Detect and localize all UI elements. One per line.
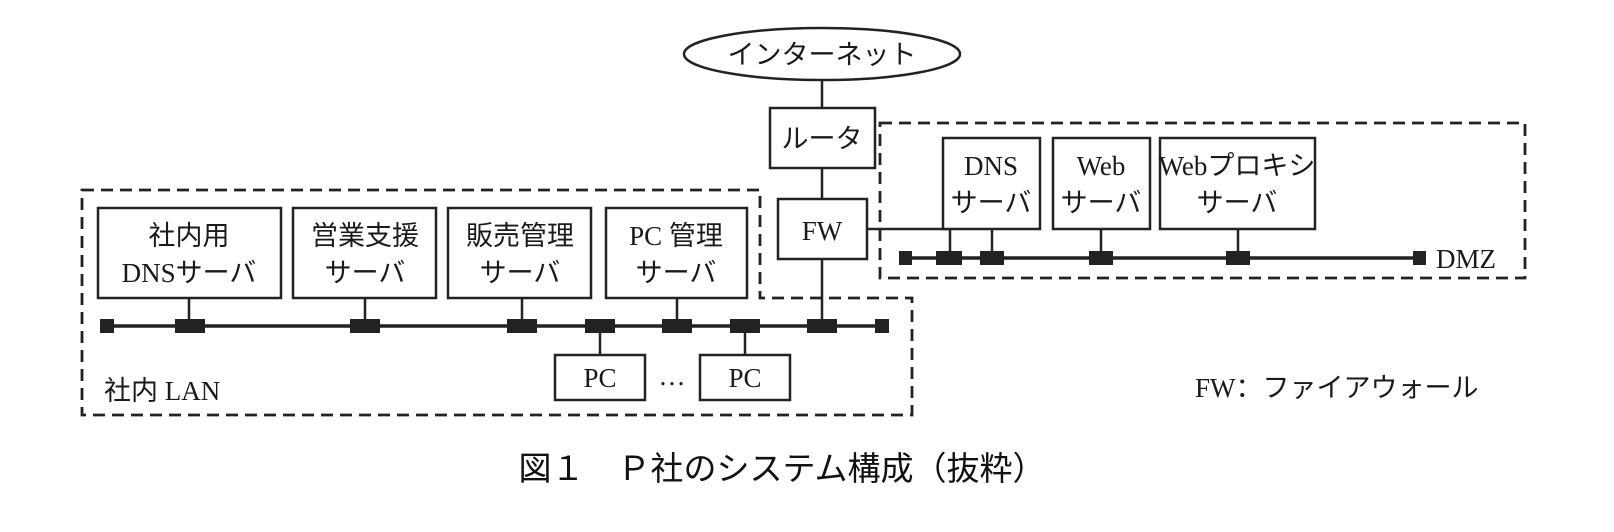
sales-support-server-label-line1: 営業支援 — [311, 221, 419, 251]
web-proxy-server: Webプロキシ サーバ — [1158, 136, 1317, 231]
web-server: Web サーバ — [1051, 136, 1152, 231]
pc-management-server-label-line2: サーバ — [636, 258, 717, 288]
lan-tap-pc-management — [662, 319, 692, 333]
dmz-dns-server: DNS サーバ — [941, 136, 1042, 231]
pc-ellipsis: … — [659, 361, 686, 391]
figure-caption: 図１ Ｐ社のシステム構成（抜粋） — [518, 450, 1045, 487]
dmz-tap-dns — [980, 251, 1004, 265]
dmz-dns-server-label-line2: サーバ — [951, 188, 1032, 218]
pc-2: PC — [698, 353, 792, 402]
web-server-label-line1: Web — [1077, 151, 1126, 181]
sales-support-server-box — [291, 206, 438, 300]
fw-legend: FW：ファイアウォール — [1195, 373, 1479, 403]
lan-bus-terminator-left — [100, 319, 114, 333]
firewall-label: FW — [802, 216, 843, 246]
web-proxy-server-label-line1: Webプロキシ — [1159, 151, 1316, 181]
lan-tap-sales-support — [350, 319, 380, 333]
router-box — [768, 106, 877, 170]
web-server-box — [1051, 136, 1152, 231]
pc-1-box — [553, 353, 647, 402]
dmz-tap-web-proxy — [1226, 251, 1250, 265]
sales-management-server-label-line1: 販売管理 — [466, 221, 574, 251]
pc-1-label: PC — [583, 363, 616, 393]
internet-node: インターネット — [682, 26, 962, 82]
dmz-bus-terminator-right — [1413, 251, 1426, 265]
lan-tap-pc1 — [585, 319, 615, 333]
lan-tap-pc2 — [730, 319, 760, 333]
internal-dns-server-label-line1: 社内用 — [149, 221, 230, 251]
web-proxy-server-label-line2: サーバ — [1197, 188, 1278, 218]
lan-bus-terminator-right — [875, 319, 889, 333]
sales-management-server: 販売管理 サーバ — [446, 206, 593, 300]
pc-management-server: PC 管理 サーバ — [604, 206, 749, 300]
firewall-box — [776, 197, 869, 261]
sales-support-server: 営業支援 サーバ — [291, 206, 438, 300]
pc-2-label: PC — [728, 363, 761, 393]
sales-support-server-label-line2: サーバ — [325, 258, 406, 288]
lan-tap-fw — [807, 319, 837, 333]
web-server-label-line2: サーバ — [1061, 188, 1142, 218]
lan-zone-label: 社内 LAN — [104, 376, 220, 406]
dmz-tap-fw — [936, 251, 962, 265]
dmz-dns-server-label-line1: DNS — [964, 151, 1018, 181]
sales-management-server-label-line2: サーバ — [480, 258, 561, 288]
lan-tap-sales-management — [507, 319, 537, 333]
pc-1: PC — [553, 353, 647, 402]
internal-dns-server: 社内用 DNSサーバ — [96, 206, 283, 300]
dmz-zone-label: DMZ — [1436, 244, 1496, 274]
pc-management-server-label-line1: PC 管理 — [629, 221, 723, 251]
lan-zone-boundary — [80, 188, 914, 417]
dmz-tap-web — [1089, 251, 1113, 265]
pc-2-box — [698, 353, 792, 402]
web-proxy-server-box — [1158, 136, 1317, 231]
dmz-zone-boundary — [878, 121, 1527, 280]
pc-management-server-box — [604, 206, 749, 300]
internal-dns-server-label-line2: DNSサーバ — [122, 258, 257, 288]
sales-management-server-box — [446, 206, 593, 300]
internet-label: インターネット — [728, 40, 917, 70]
router-node: ルータ — [768, 106, 877, 170]
dmz-bus-terminator-left — [899, 251, 912, 265]
lan-tap-internal-dns — [175, 319, 205, 333]
router-label: ルータ — [782, 124, 863, 154]
dmz-dns-server-box — [941, 136, 1042, 231]
firewall-node: FW — [776, 197, 869, 261]
internal-dns-server-box — [96, 206, 283, 300]
